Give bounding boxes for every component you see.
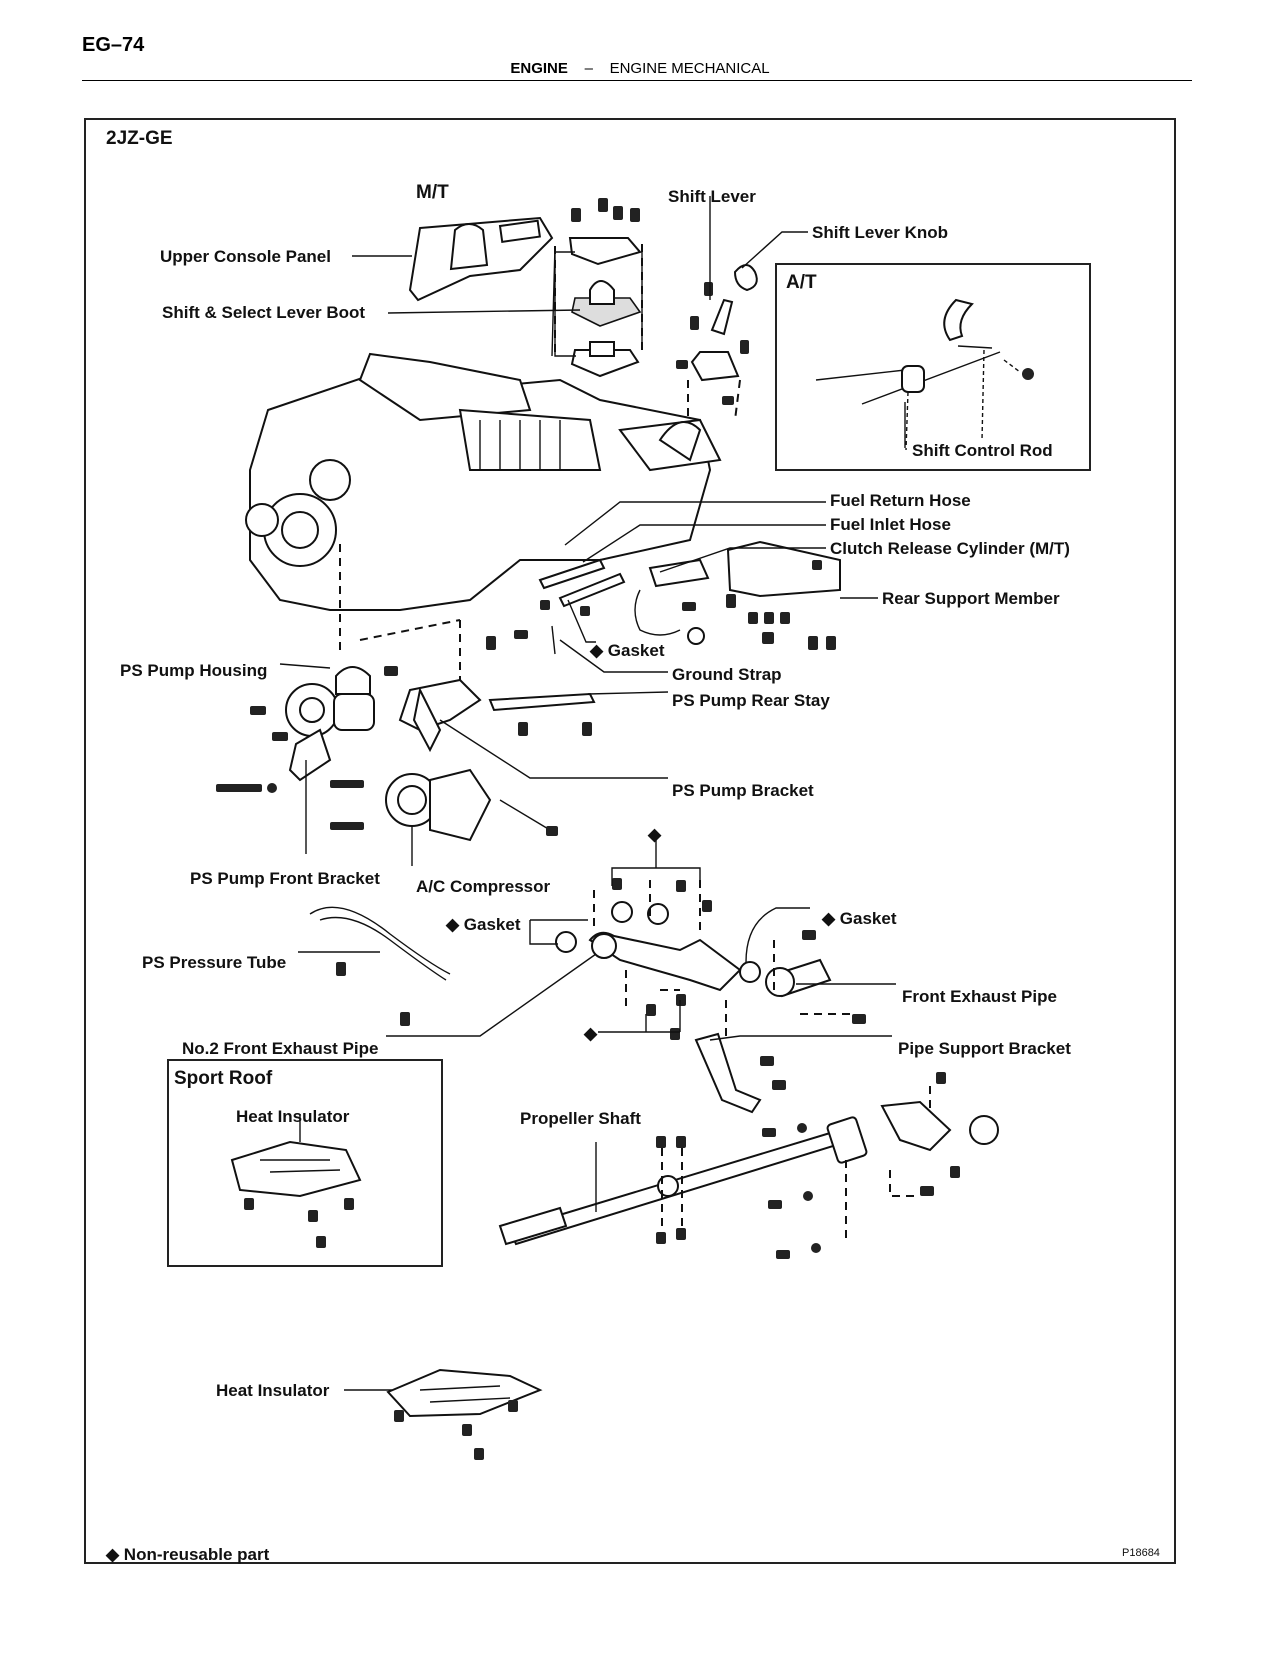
label-propeller-shaft: Propeller Shaft — [520, 1109, 641, 1128]
legend-non-reusable: ◆ Non-reusable part — [105, 1545, 270, 1564]
rear-support-member-part — [726, 540, 841, 650]
label-gasket-1: ◆ Gasket — [589, 641, 665, 660]
heat-insulator-part — [386, 1368, 543, 1460]
label-pipe-support-bracket: Pipe Support Bracket — [898, 1039, 1071, 1058]
ground-strap-leader — [559, 639, 668, 673]
ps-pump-housing-part — [250, 666, 398, 741]
ps-pump-rear-stay-part — [488, 692, 596, 736]
label-ground-strap: Ground Strap — [672, 665, 782, 684]
label-ps-pressure-tube: PS Pressure Tube — [142, 953, 286, 972]
pipe-support-bracket-part — [694, 1032, 786, 1114]
label-front-exhaust-pipe: Front Exhaust Pipe — [902, 987, 1057, 1006]
label-heat-insulator-sport: Heat Insulator — [236, 1107, 350, 1126]
at-inset-box — [775, 263, 1091, 471]
label-upper-console-panel: Upper Console Panel — [160, 247, 331, 266]
fuel-hoses-part — [538, 558, 626, 616]
label-gasket-2: ◆ Gasket — [445, 915, 521, 934]
label-ps-pump-bracket: PS Pump Bracket — [672, 781, 814, 800]
clutch-release-cylinder-part — [634, 558, 710, 645]
center-support-part — [880, 1072, 999, 1196]
shift-lever-part — [676, 264, 758, 405]
label-shift-lever-knob: Shift Lever Knob — [812, 223, 948, 242]
propeller-shaft-part — [498, 1116, 868, 1259]
heat-insulator-sport-part — [230, 1140, 362, 1248]
page-number: EG–74 — [82, 34, 145, 56]
shift-boot-part — [568, 237, 642, 378]
diamond-bottom-symbol: ◆ — [583, 1024, 598, 1043]
header-subsection: ENGINE MECHANICAL — [609, 60, 770, 77]
label-clutch-release-cylinder: Clutch Release Cylinder (M/T) — [830, 539, 1070, 558]
mt-label: M/T — [416, 182, 449, 203]
label-fuel-return-hose: Fuel Return Hose — [830, 491, 971, 510]
label-shift-select-lever-boot: Shift & Select Lever Boot — [162, 303, 365, 322]
figure-code: P18684 — [1122, 1547, 1160, 1559]
label-gasket-3: ◆ Gasket — [821, 909, 897, 928]
engine-code-label: 2JZ-GE — [106, 128, 173, 149]
ps-pressure-tube-part — [309, 906, 451, 1026]
label-ps-pump-rear-stay: PS Pump Rear Stay — [672, 691, 830, 710]
label-ps-pump-housing: PS Pump Housing — [120, 661, 267, 680]
label-shift-lever: Shift Lever — [668, 187, 756, 206]
page-header: ENGINE – ENGINE MECHANICAL — [0, 60, 1280, 77]
console-bolts — [571, 198, 640, 222]
label-shift-control-rod: Shift Control Rod — [912, 441, 1053, 460]
label-ac-compressor: A/C Compressor — [416, 877, 551, 896]
gasket-bottom-bracket — [598, 1000, 681, 1033]
engine-block-part — [245, 352, 722, 611]
ps-pump-bracket-leader — [439, 719, 668, 779]
label-rear-support-member: Rear Support Member — [882, 589, 1060, 608]
gasket-2-leader — [529, 919, 588, 945]
upper-console-panel-part — [408, 216, 554, 302]
no2-front-exhaust-pipe-part — [555, 878, 742, 1040]
at-label: A/T — [786, 272, 817, 293]
ps-pump-front-bracket-part — [216, 728, 332, 793]
ac-compressor-part — [330, 768, 558, 842]
label-no2-front-exhaust-pipe: No.2 Front Exhaust Pipe — [182, 1039, 378, 1058]
label-ps-pump-front-bracket: PS Pump Front Bracket — [190, 869, 380, 888]
fuel-inlet-hose-leader — [582, 524, 826, 563]
header-rule — [82, 80, 1192, 81]
ps-pump-housing-leader — [279, 663, 331, 669]
shift-boot-leader — [387, 309, 581, 314]
header-separator: – — [584, 60, 593, 77]
clutch-release-cylinder-leader — [659, 547, 826, 573]
ps-pump-bracket-part — [398, 678, 482, 753]
sport-roof-label: Sport Roof — [174, 1068, 273, 1089]
diagram-frame — [84, 118, 1176, 1564]
no2-front-exhaust-pipe-leader — [386, 953, 597, 1037]
label-heat-insulator: Heat Insulator — [216, 1381, 330, 1400]
fuel-return-hose-leader — [564, 501, 826, 546]
at-shift-control-part — [815, 298, 1034, 451]
front-exhaust-pipe-part — [739, 930, 866, 1024]
ps-pump-rear-stay-leader — [587, 691, 669, 695]
pipe-support-bracket-leader — [709, 1035, 892, 1041]
sport-roof-inset-box — [167, 1059, 443, 1267]
header-section: ENGINE — [510, 60, 568, 77]
diamond-top-symbol: ◆ — [647, 825, 662, 844]
label-fuel-inlet-hose: Fuel Inlet Hose — [830, 515, 951, 534]
gasket-3-leader — [745, 907, 810, 963]
gasket-top-bracket — [611, 840, 701, 886]
shift-lever-knob-leader — [741, 231, 808, 269]
